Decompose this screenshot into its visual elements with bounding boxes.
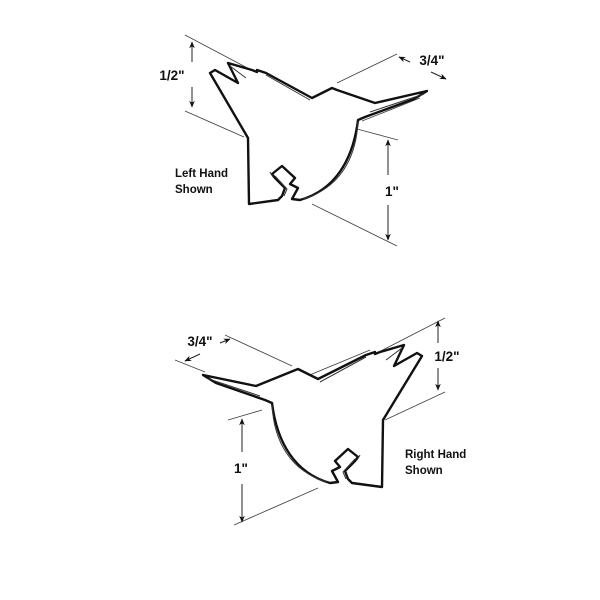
right-hand-view: 1/2" 3/4" 1" Right Hand Shown: [174, 317, 466, 526]
dimension-one-inch-top: 1": [385, 139, 399, 241]
caption-line-1: Right Hand: [405, 449, 466, 461]
caption-line-1: Left Hand: [175, 168, 228, 180]
left-hand-view: 1/2" 3/4" 1" Left Hand Shown: [159, 34, 447, 247]
dimension-three-quarter-bottom: 3/4": [184, 334, 231, 362]
dimension-three-quarter-top: 3/4": [398, 53, 447, 80]
dimension-label: 3/4": [187, 334, 212, 349]
dimension-half-inch-bottom: 1/2": [434, 320, 460, 391]
dimension-half-inch-top: 1/2": [159, 41, 195, 108]
caption-line-2: Shown: [175, 184, 213, 196]
bracket-left-hand: [208, 61, 429, 206]
caption-line-2: Shown: [405, 465, 443, 477]
dimension-label: 1": [234, 461, 248, 476]
dimension-label: 1": [385, 184, 399, 199]
dimension-one-inch-bottom: 1": [234, 418, 248, 523]
bracket-right-hand: [201, 343, 424, 489]
dimension-label: 1/2": [434, 349, 459, 364]
extension-lines: [174, 317, 446, 526]
dimension-label: 1/2": [159, 68, 184, 83]
dimension-label: 3/4": [419, 53, 444, 68]
